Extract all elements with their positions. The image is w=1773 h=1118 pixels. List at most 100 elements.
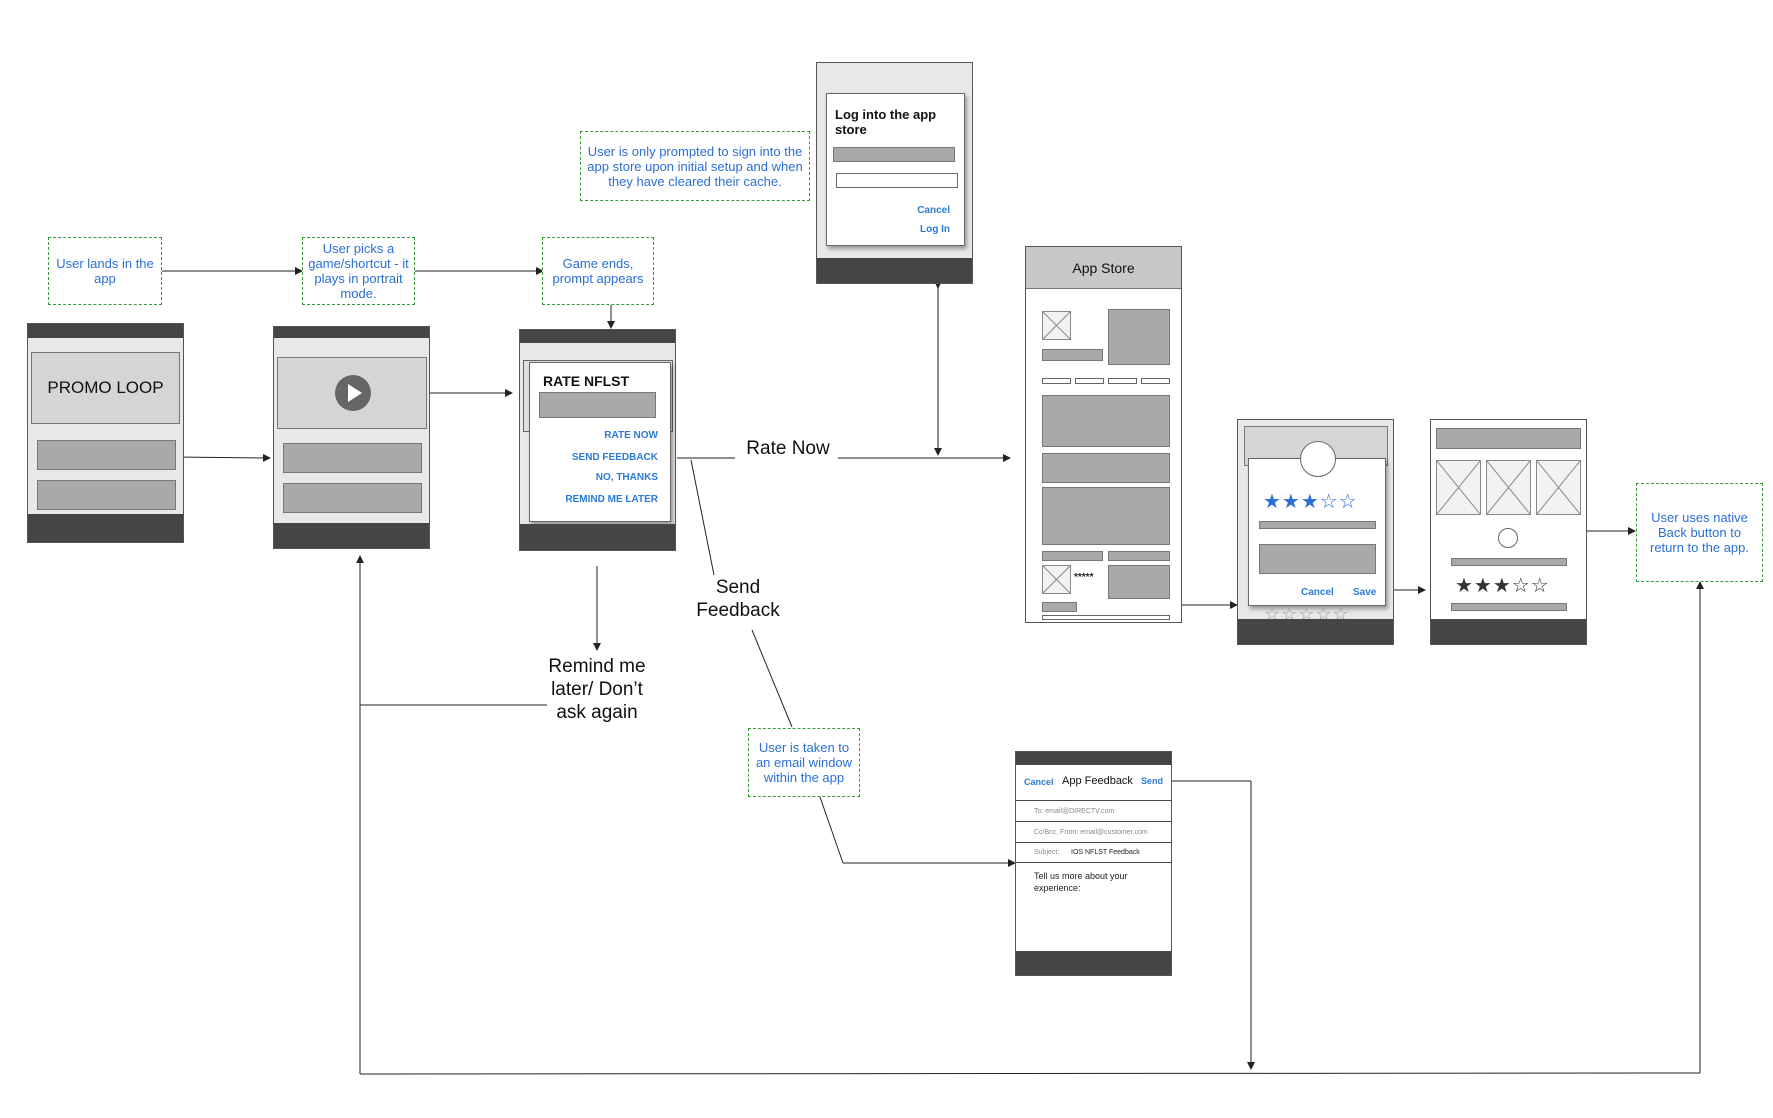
content-block: [1042, 395, 1170, 447]
phone-promo: PROMO LOOP: [27, 323, 184, 543]
line-bottom-return: [359, 1072, 1701, 1075]
phone-rate-prompt: RATE NFLST RATE NOW SEND FEEDBACK NO, TH…: [519, 329, 676, 551]
review-block: [1108, 565, 1170, 599]
app-store-title: App Store: [1026, 247, 1181, 289]
line-send-feedback-b: [751, 629, 793, 728]
email-body[interactable]: Tell us more about your experience:: [1034, 871, 1128, 893]
rating-cancel-button[interactable]: Cancel: [1301, 587, 1334, 598]
status-bar: [28, 324, 183, 338]
login-title: Log into the app store: [835, 107, 937, 137]
image-placeholder-icon: [1536, 460, 1581, 515]
phone-player: [273, 326, 430, 549]
note-email-window: User is taken to an email window within …: [748, 728, 860, 797]
review-stars: ★★★☆☆: [1455, 573, 1550, 597]
rate-dialog-title: RATE NFLST: [543, 373, 630, 389]
rating-text: *****: [1074, 572, 1094, 583]
rating-save-button[interactable]: Save: [1353, 587, 1377, 598]
avatar-circle: [1498, 528, 1518, 548]
content-tile[interactable]: [283, 443, 422, 473]
image-placeholder: [1536, 460, 1581, 515]
app-name-bar: [1042, 349, 1103, 361]
divider: [1016, 800, 1171, 801]
bottom-bar: [1238, 619, 1393, 644]
phone-app-store: App Store *****: [1025, 246, 1182, 623]
tab-segment[interactable]: [1108, 378, 1137, 384]
star-rating-input[interactable]: ★★★☆☆: [1263, 489, 1358, 513]
content-bar: [1042, 551, 1103, 561]
subject-field[interactable]: IOS NFLST Feedback: [1071, 849, 1140, 856]
image-placeholder-icon: [1436, 460, 1481, 515]
promo-tile[interactable]: [37, 480, 176, 510]
email-send-button[interactable]: Send: [1141, 776, 1164, 786]
login-cancel-button[interactable]: Cancel: [917, 205, 950, 216]
email-cancel-button[interactable]: Cancel: [1024, 777, 1054, 787]
phone-rating-dialog: ★★★☆☆ Cancel Save ☆☆☆☆☆: [1237, 419, 1394, 645]
tab-segment[interactable]: [1141, 378, 1170, 384]
phone-login: Log into the app store Cancel Log In: [816, 62, 973, 284]
app-avatar-circle: [1300, 441, 1336, 477]
note-game-ends: Game ends, prompt appears: [542, 237, 654, 305]
divider: [1016, 842, 1171, 843]
rate-now-flow-label: Rate Now: [746, 438, 830, 459]
image-placeholder-icon: [1042, 311, 1071, 340]
arrow-promo-to-player: [173, 453, 271, 462]
login-submit-button[interactable]: Log In: [920, 224, 950, 235]
text-bar: [1451, 603, 1567, 611]
content-bar: [1108, 551, 1170, 561]
note-user-picks: User picks a game/shortcut - it plays in…: [302, 237, 415, 305]
note-sign-in: User is only prompted to sign into the a…: [580, 131, 810, 201]
name-bar: [1451, 558, 1567, 566]
app-icon-placeholder: [1042, 311, 1071, 340]
divider: [1016, 862, 1171, 863]
tab-segment[interactable]: [1042, 378, 1071, 384]
bottom-bar: [1431, 619, 1586, 644]
review-avatar-placeholder: [1042, 565, 1071, 594]
app-screenshot: [1108, 309, 1170, 365]
content-block: [1042, 487, 1170, 545]
line-send-feedback-a: [690, 459, 715, 576]
rate-now-button[interactable]: RATE NOW: [604, 430, 658, 441]
promo-tile[interactable]: [37, 440, 176, 470]
rating-bar: [1259, 521, 1376, 529]
write-review-button[interactable]: [1042, 602, 1077, 612]
rate-dialog: RATE NFLST RATE NOW SEND FEEDBACK NO, TH…: [529, 362, 671, 522]
image-placeholder: [1486, 460, 1531, 515]
email-title: App Feedback: [1062, 775, 1133, 787]
content-block: [1042, 453, 1170, 483]
tab-segment[interactable]: [1075, 378, 1104, 384]
note-user-lands: User lands in the app: [48, 237, 162, 305]
header-bar: [1436, 428, 1581, 449]
remind-later-button[interactable]: REMIND ME LATER: [565, 494, 658, 505]
bottom-bar: [520, 524, 675, 550]
status-bar: [1016, 752, 1171, 765]
rating-dialog: ★★★☆☆ Cancel Save: [1248, 441, 1386, 606]
note-native-back: User uses native Back button to return t…: [1636, 483, 1763, 582]
login-dialog: Log into the app store Cancel Log In: [826, 93, 965, 246]
review-text-field[interactable]: [1259, 544, 1376, 574]
password-field[interactable]: [836, 173, 958, 188]
phone-email-feedback: Cancel App Feedback Send To: email@DIREC…: [1015, 751, 1172, 976]
promo-loop-banner[interactable]: PROMO LOOP: [31, 352, 180, 424]
video-area[interactable]: [277, 357, 427, 429]
remind-me-flow-label: Remind me later/ Don’t ask again: [548, 656, 646, 723]
image-placeholder: [1436, 460, 1481, 515]
play-icon[interactable]: [333, 373, 373, 413]
cc-field[interactable]: Cc/Bcc, From: email@customer.com: [1034, 829, 1148, 836]
bottom-bar: [817, 258, 972, 283]
image-placeholder-icon: [1042, 565, 1071, 594]
send-feedback-flow-label: Send Feedback: [696, 577, 780, 621]
footer-line: [1042, 615, 1170, 620]
content-tile[interactable]: [283, 483, 422, 513]
send-feedback-button[interactable]: SEND FEEDBACK: [571, 452, 658, 463]
bottom-bar: [28, 514, 183, 542]
divider: [1016, 821, 1171, 822]
no-thanks-button[interactable]: NO, THANKS: [595, 472, 658, 483]
username-field[interactable]: [833, 147, 955, 162]
phone-review-posted: ★★★☆☆: [1430, 419, 1587, 645]
status-bar: [274, 327, 429, 338]
image-placeholder-icon: [1486, 460, 1531, 515]
bottom-bar: [274, 523, 429, 548]
to-field[interactable]: To: email@DIRECTV.com: [1034, 808, 1115, 815]
